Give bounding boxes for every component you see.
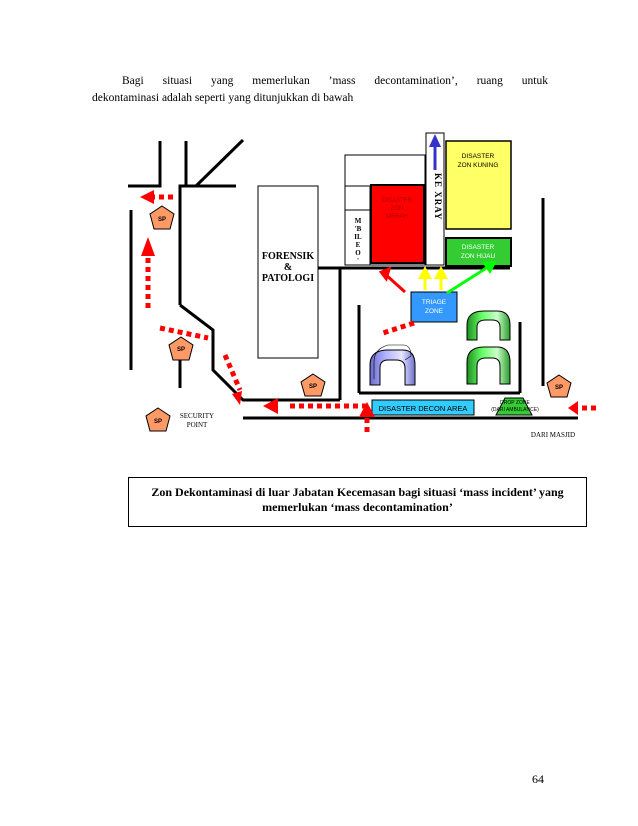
decon-tent-green-1 — [466, 310, 511, 341]
mbileo-label: M 'B IL E O ' — [354, 217, 362, 265]
svg-text:DROP ZONE: DROP ZONE — [500, 400, 530, 406]
decon-area-label: DISASTER DECON AREA — [379, 404, 468, 413]
svg-text:SP: SP — [154, 419, 162, 425]
sp-marker-4: SP — [546, 374, 572, 398]
triage-arrows — [378, 261, 497, 295]
svg-text:ZON HIJAU: ZON HIJAU — [461, 253, 496, 260]
svg-text:ZON: ZON — [391, 206, 404, 212]
caption-line-1: Zon Dekontaminasi di luar Jabatan Kecema… — [151, 485, 564, 499]
forensik-amp-label: & — [284, 262, 292, 273]
svg-text:'B: 'B — [355, 225, 362, 233]
intro-line-2: dekontaminasi adalah seperti yang ditunj… — [92, 92, 354, 104]
decon-tent-green-2 — [466, 346, 511, 385]
svg-text:M: M — [355, 217, 362, 225]
security-point-label: SECURITY POINT — [180, 412, 214, 429]
svg-text:SECURITY: SECURITY — [180, 412, 214, 420]
sp-marker-1: SP — [149, 205, 175, 230]
zon-merah-box — [370, 184, 425, 264]
svg-text:': ' — [357, 257, 359, 265]
svg-text:SP: SP — [555, 385, 563, 391]
zon-kuning-box — [445, 140, 512, 230]
forensik-building — [257, 185, 319, 359]
decon-tent-purple — [369, 344, 416, 386]
svg-text:O: O — [355, 249, 361, 257]
svg-text:SP: SP — [177, 347, 185, 353]
forensik-label: FORENSIK — [262, 251, 314, 262]
svg-text:ZON KUNING: ZON KUNING — [458, 162, 499, 169]
dari-masjid-label: DARI MASJID — [531, 431, 575, 439]
zon-hijau-box — [445, 237, 512, 267]
zon-kuning-label: DISASTER ZON KUNING — [458, 153, 499, 169]
svg-text:SP: SP — [158, 217, 166, 223]
patologi-label: PATOLOGI — [262, 273, 314, 284]
sp-marker-3: SP — [300, 373, 326, 397]
svg-text:ZONE: ZONE — [425, 308, 444, 315]
svg-text:DISASTER: DISASTER — [462, 153, 495, 160]
triage-zone-box — [410, 291, 458, 323]
svg-text:E: E — [356, 241, 361, 249]
zon-merah-label: DISASTER ZON MERAH — [382, 198, 413, 220]
triage-zone-label: TRIAGE ZONE — [422, 299, 447, 315]
svg-text:MERAH: MERAH — [386, 214, 408, 220]
decon-area-box — [371, 399, 475, 416]
caption-line-2: memerlukan ‘mass decontamination’ — [262, 500, 453, 514]
xray-corridor — [425, 132, 445, 266]
drop-zone-label: DROP ZONE (DARI AMBULANCE) — [491, 400, 539, 413]
svg-text:DISASTER: DISASTER — [462, 244, 495, 251]
svg-text:DISASTER: DISASTER — [382, 198, 413, 204]
svg-text:(DARI AMBULANCE): (DARI AMBULANCE) — [491, 407, 539, 413]
svg-text:IL: IL — [354, 233, 362, 241]
svg-text:POINT: POINT — [187, 421, 208, 429]
drop-zone-trapezoid — [495, 397, 533, 416]
sp-marker-2: SP — [168, 336, 194, 361]
svg-text:TRIAGE: TRIAGE — [422, 299, 447, 306]
intro-line-1: Bagi situasi yang memerlukan ’mass decon… — [122, 75, 548, 87]
flow-arrows — [145, 194, 596, 432]
zon-hijau-label: DISASTER ZON HIJAU — [461, 244, 496, 260]
ke-xray-label: KE XRAY — [433, 173, 443, 220]
flow-arrowheads — [140, 190, 578, 417]
xray-arrow — [429, 134, 441, 170]
sp-marker-5: SP — [145, 407, 171, 432]
page-number: 64 — [532, 772, 544, 786]
intro-paragraph: Bagi situasi yang memerlukan ’mass decon… — [92, 73, 548, 107]
svg-text:SP: SP — [309, 384, 317, 390]
caption-box: Zon Dekontaminasi di luar Jabatan Kecema… — [128, 477, 587, 527]
